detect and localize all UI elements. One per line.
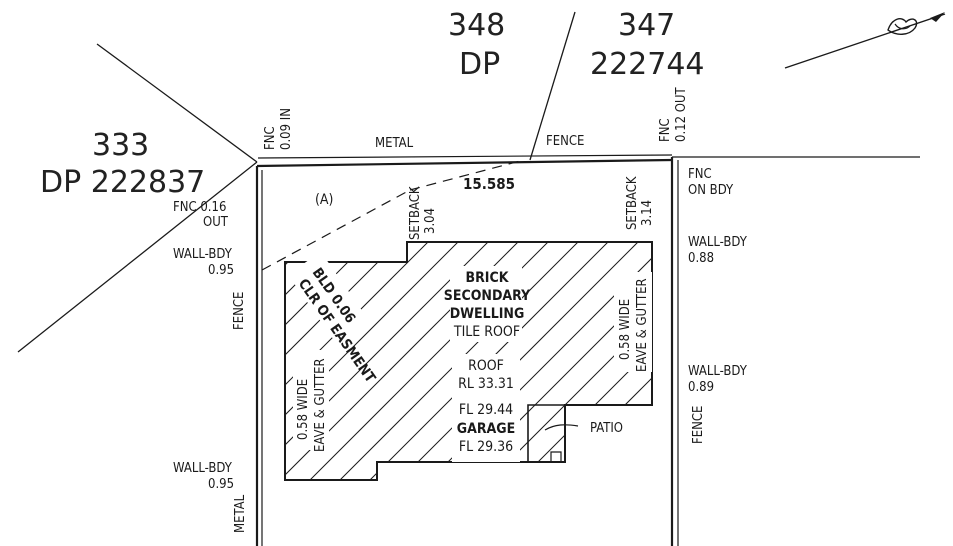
setback-right-label: SETBACK [625, 176, 640, 230]
hatch-line [285, 242, 401, 480]
metal-left-label: METAL [233, 494, 248, 533]
building-description: BRICK SECONDARY DWELLING TILE ROOF ROOF … [444, 266, 531, 462]
frontage-length: 15.585 [463, 175, 515, 193]
fnc-right-label: FNC [688, 167, 712, 182]
eave-right-desc: EAVE & GUTTER [635, 278, 650, 372]
fnc-left-label: FNC 0.16 [173, 200, 226, 215]
hatch-line [670, 240, 910, 480]
easement-line [261, 160, 521, 271]
lot-347-number: 347 [618, 8, 675, 43]
hatch-line [910, 240, 953, 480]
eave-left-note: 0.58 WIDE EAVE & GUTTER [293, 350, 329, 452]
fnc-top-left-value: 0.09 IN [279, 108, 294, 150]
wall-bdy-left-2-value: 0.95 [208, 477, 234, 492]
lot-348-plan: DP [459, 47, 500, 82]
wall-bdy-left-2-label: WALL-BDY [173, 461, 233, 476]
hatch-line [639, 242, 652, 480]
setback-left-value: 3.04 [423, 208, 438, 234]
adjoining-lot-lines [17, 11, 920, 353]
building-material: BRICK [466, 270, 510, 286]
floor-level: FL 29.44 [459, 402, 513, 418]
top-fence-material: METAL [375, 136, 414, 151]
lot-333-plan: DP 222837 [40, 165, 205, 200]
fence-left-label: FENCE [232, 292, 247, 330]
lot-boundary [255, 154, 679, 546]
top-fence-label: FENCE [546, 134, 584, 149]
hatch-line [760, 240, 953, 480]
lot-333-number: 333 [92, 128, 149, 163]
fnc-left-value: OUT [203, 215, 229, 230]
patio-label: PATIO [590, 421, 623, 436]
setback-right-value: 3.14 [640, 200, 655, 226]
wall-bdy-right-2-label: WALL-BDY [688, 364, 748, 379]
wall-bdy-right-2-value: 0.89 [688, 380, 714, 395]
fnc-right-value: ON BDY [688, 183, 734, 198]
setback-left-label: SETBACK [408, 186, 423, 240]
hatch-line [850, 240, 953, 480]
hatch-line [820, 240, 953, 480]
hatch-line [730, 240, 953, 480]
eave-left-width: 0.58 WIDE [296, 379, 311, 440]
building-type-2: DWELLING [450, 306, 525, 322]
garage-label: GARAGE [457, 421, 515, 437]
eave-right-width: 0.58 WIDE [618, 299, 633, 360]
eave-right-note: 0.58 WIDE EAVE & GUTTER [614, 272, 652, 372]
hatch-line [549, 242, 652, 480]
wall-bdy-right-1-label: WALL-BDY [688, 235, 748, 250]
garage-floor-level: FL 29.36 [459, 439, 513, 455]
hatch-line [489, 242, 652, 480]
building-roof-type: TILE ROOF [453, 324, 520, 340]
fence-right-label: FENCE [691, 406, 706, 444]
lot-348-number: 348 [448, 8, 505, 43]
lot-347-plan: 222744 [590, 47, 705, 82]
hatch-line [285, 242, 461, 480]
hatch-line [285, 242, 311, 480]
hatch-line [880, 240, 953, 480]
wall-bdy-right-1-value: 0.88 [688, 251, 714, 266]
wall-bdy-left-1-label: WALL-BDY [173, 247, 233, 262]
fnc-top-right-label: FNC [658, 118, 673, 142]
patio-area [544, 424, 579, 462]
fnc-top-left-label: FNC [263, 126, 278, 150]
fnc-top-right-value: 0.12 OUT [674, 86, 689, 142]
roof-level: RL 33.31 [458, 376, 514, 392]
hatch-line [40, 240, 280, 480]
wall-bdy-left-1-value: 0.95 [208, 263, 234, 278]
easement-marker: (A) [315, 192, 333, 208]
eave-left-desc: EAVE & GUTTER [313, 358, 328, 452]
hatch-line [790, 240, 953, 480]
hatch-line [700, 240, 940, 480]
building-type-1: SECONDARY [444, 288, 531, 304]
north-arrow-icon [784, 12, 946, 69]
roof-label: ROOF [468, 358, 504, 374]
